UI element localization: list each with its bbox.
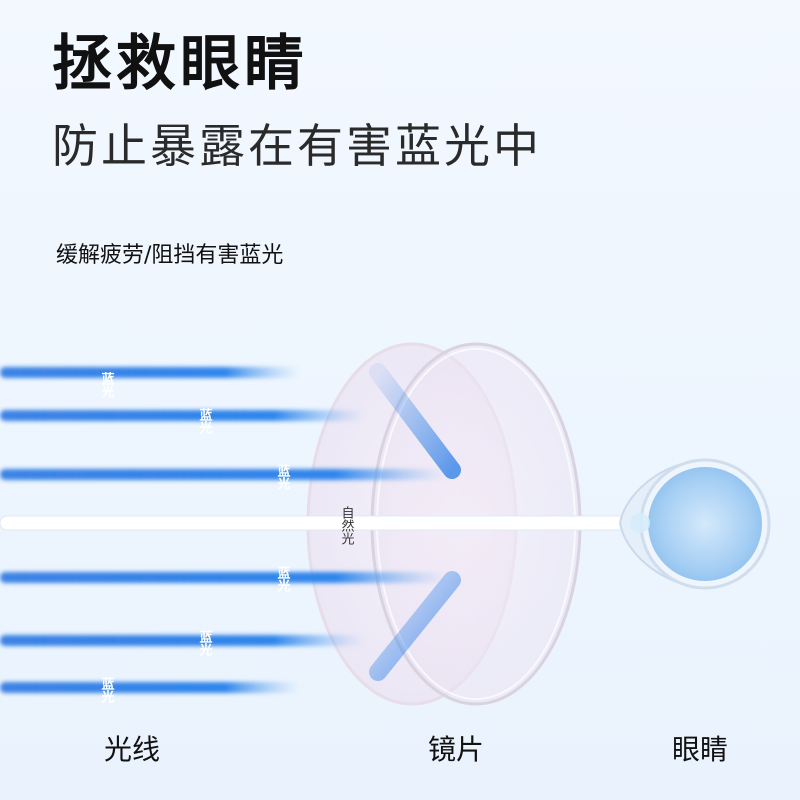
blue-beam	[0, 572, 448, 583]
label-light: 光线	[104, 733, 161, 766]
page-title: 拯救眼睛	[52, 29, 308, 99]
blue-beam	[0, 367, 300, 378]
tagline: 缓解疲劳/阻挡有害蓝光	[56, 243, 284, 268]
reflected-beam-top	[369, 363, 461, 479]
blue-light-label: 蓝光	[197, 407, 214, 435]
blue-beam	[0, 469, 448, 480]
blue-light-label: 蓝光	[197, 629, 214, 657]
label-lens: 镜片	[428, 733, 485, 766]
blue-light-labels: 蓝光 蓝光 蓝光 蓝光 蓝光 蓝光	[99, 371, 292, 704]
blue-beam	[0, 635, 365, 646]
label-eye: 眼睛	[672, 733, 729, 766]
blue-light-label: 蓝光	[99, 371, 116, 399]
reflected-beam-bottom	[369, 571, 461, 681]
blue-light-label: 蓝光	[275, 463, 292, 491]
natural-light-beam	[0, 515, 641, 531]
blue-beams	[0, 367, 448, 693]
blue-beam	[0, 410, 365, 421]
page-subtitle: 防止暴露在有害蓝光中	[52, 119, 542, 173]
blue-beam	[0, 682, 300, 693]
blue-light-label: 蓝光	[275, 565, 292, 593]
eye	[618, 458, 771, 590]
natural-light-label: 自然光	[339, 506, 355, 545]
blue-light-label: 蓝光	[99, 676, 116, 704]
